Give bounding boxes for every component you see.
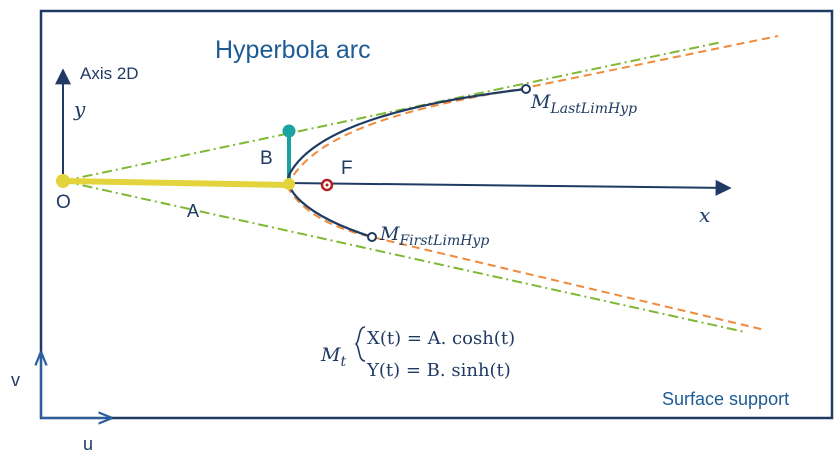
- semi-minor-endpoint: [282, 124, 296, 138]
- diagram-title: Hyperbola arc: [215, 36, 371, 64]
- last-limit-sub: LastLimHyp: [549, 101, 637, 117]
- first-limit-point: [367, 232, 377, 242]
- last-limit-label: MLastLimHyp: [530, 91, 637, 117]
- surface-frame: [39, 9, 834, 420]
- u-axis-label: u: [83, 434, 93, 454]
- equation-point-sub: t: [340, 354, 346, 370]
- equation-point-main: M: [320, 344, 341, 366]
- last-limit-main: M: [530, 91, 551, 113]
- dashed-hyperbola-extension-lower: [286, 185, 766, 331]
- y-axis-label: y: [73, 97, 86, 121]
- last-limit-point: [521, 84, 531, 94]
- first-limit-sub: FirstLimHyp: [398, 233, 489, 249]
- focus-label: F: [341, 158, 353, 179]
- first-limit-label: MFirstLimHyp: [379, 223, 489, 249]
- origin-point: [56, 174, 70, 188]
- hyperbola-arc: [287, 87, 527, 239]
- equation-y-line: Y(t) = B. sinh(t): [366, 360, 511, 381]
- vertex-point: [283, 178, 295, 190]
- semi-major-label: A: [187, 201, 199, 221]
- axis-2d-label: Axis 2D: [80, 64, 139, 83]
- x-axis-arrow: [287, 179, 732, 196]
- x-axis-label: x: [699, 203, 710, 227]
- surface-support-label: Surface support: [662, 389, 789, 409]
- focus-center: [325, 183, 329, 187]
- v-axis-label: v: [11, 370, 20, 390]
- equation-point: Mt: [320, 344, 346, 370]
- equation-x-line: X(t) = A. cosh(t): [367, 328, 515, 349]
- upper-asymptote: [62, 41, 723, 182]
- lower-asymptote: [62, 180, 746, 333]
- origin-label: O: [56, 192, 71, 213]
- semi-major-segment: [62, 178, 290, 188]
- first-limit-main: M: [379, 223, 400, 245]
- semi-minor-label: B: [260, 148, 273, 169]
- equation-brace: [354, 326, 366, 362]
